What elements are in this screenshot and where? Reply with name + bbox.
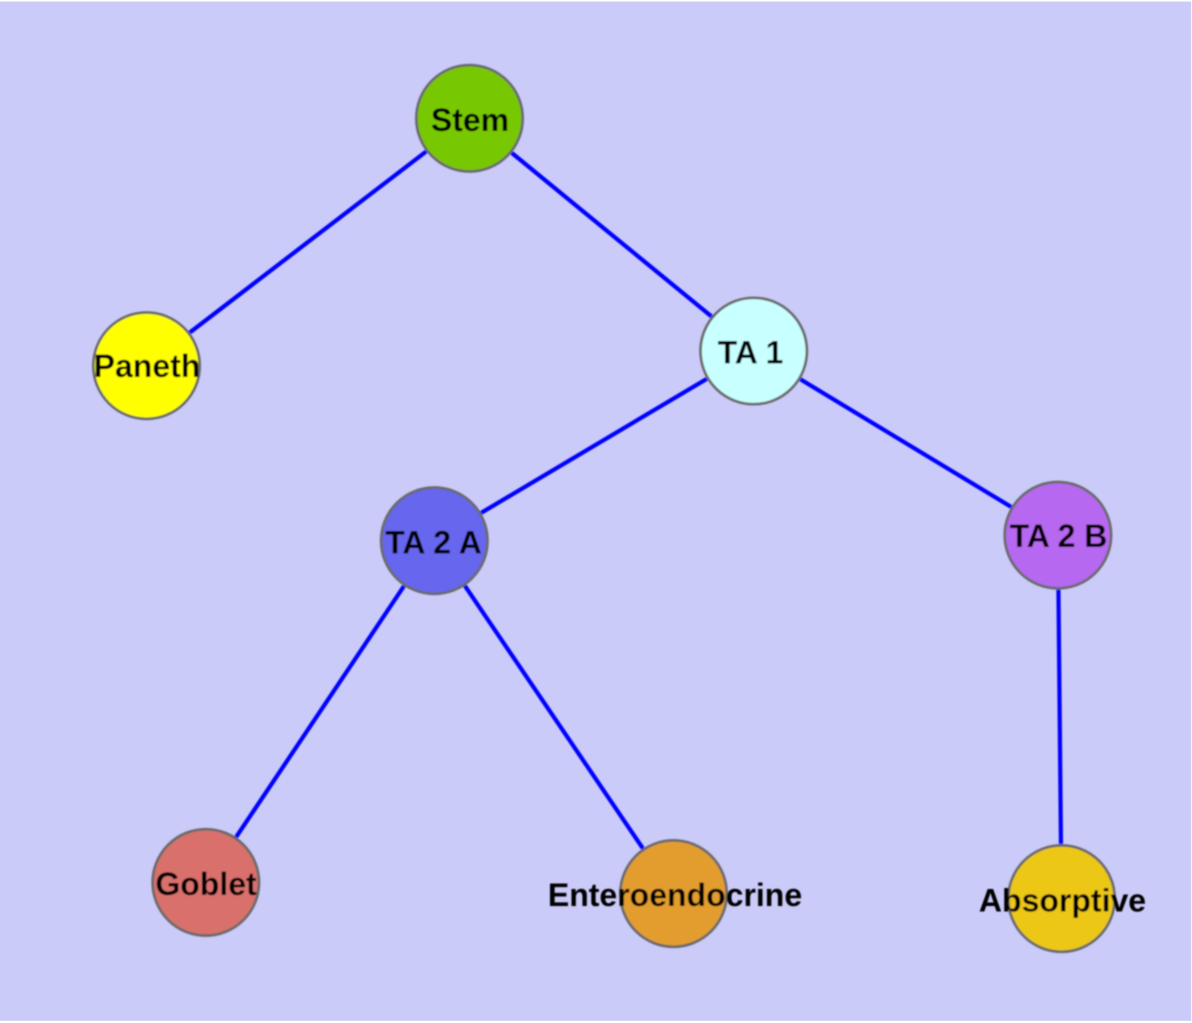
svg-text:Paneth: Paneth <box>94 348 201 384</box>
svg-text:TA 2 B: TA 2 B <box>1010 518 1108 554</box>
svg-text:TA 1: TA 1 <box>718 335 784 371</box>
svg-text:TA 2 A: TA 2 A <box>385 525 482 561</box>
svg-text:Stem: Stem <box>431 102 509 138</box>
svg-text:Goblet: Goblet <box>155 866 257 902</box>
svg-text:Enteroendocrine: Enteroendocrine <box>548 877 802 913</box>
svg-text:Absorptive: Absorptive <box>979 883 1146 919</box>
